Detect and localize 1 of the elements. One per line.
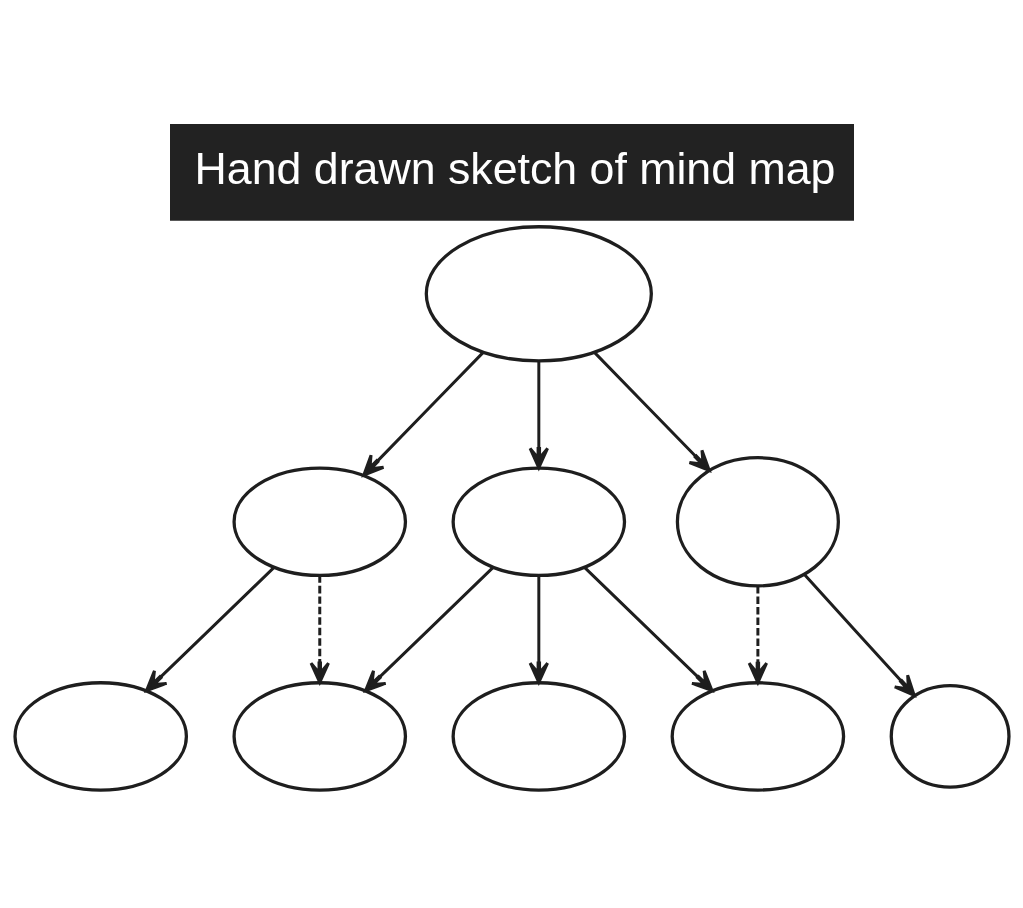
diagram-title: Hand drawn sketch of mind map bbox=[194, 144, 835, 194]
